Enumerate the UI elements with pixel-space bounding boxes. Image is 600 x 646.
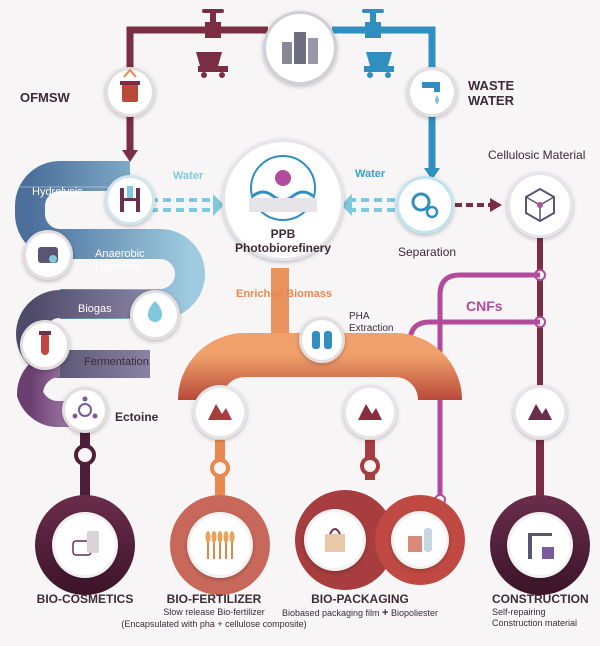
wastewater-icon bbox=[422, 82, 440, 104]
packaging-plus: + bbox=[382, 607, 389, 619]
ppb-label: PPB Photobiorefinery bbox=[235, 227, 331, 255]
water-arrows bbox=[150, 194, 395, 216]
process-nodes bbox=[20, 11, 573, 578]
wastewater-label-line1: WASTE bbox=[468, 78, 515, 93]
construction-sub2: Construction material bbox=[492, 618, 578, 628]
packaging-sub1: Biobased packaging film bbox=[281, 608, 380, 618]
city-icon bbox=[282, 32, 318, 64]
construction-icon bbox=[528, 533, 554, 559]
separation-label: Separation bbox=[398, 245, 457, 259]
ofmsw-label: OFMSW bbox=[20, 90, 70, 105]
node-packaging2 bbox=[391, 511, 449, 569]
valve-left-icon bbox=[202, 9, 224, 38]
node-separation bbox=[396, 176, 454, 234]
node-fermentation bbox=[20, 320, 70, 370]
pha-icon bbox=[312, 331, 332, 349]
wastewater-label-line2: WATER bbox=[468, 93, 514, 108]
node-pha bbox=[299, 317, 345, 363]
separation-icon bbox=[411, 192, 439, 219]
separation-to-cellulose bbox=[455, 198, 502, 212]
water-left-label: Water bbox=[173, 170, 204, 182]
node-node-const bbox=[513, 385, 567, 439]
node-node-pack bbox=[343, 385, 397, 439]
wastewater-label: WASTE WATER bbox=[468, 78, 514, 108]
truck-left-icon bbox=[196, 52, 228, 78]
fertilizer-icon bbox=[205, 531, 235, 559]
node-fertilizer bbox=[187, 512, 253, 578]
valve-right-icon bbox=[362, 9, 384, 38]
ectoine-icon bbox=[72, 396, 98, 419]
node-cosmetics bbox=[52, 512, 118, 578]
biogas-icon bbox=[147, 301, 163, 322]
packaging-sub: Biobased packaging film + Biopoliester bbox=[282, 607, 438, 619]
enriched-biomass-label: Enriched Biomass bbox=[236, 288, 332, 300]
packaging-sub2: Biopoliester bbox=[391, 608, 439, 618]
fermentation-label: Fermentation bbox=[84, 356, 149, 368]
hydrolysis-icon bbox=[120, 186, 140, 212]
biogas-label: Biogas bbox=[78, 303, 112, 315]
packaging2-icon bbox=[408, 528, 432, 552]
packaging-title: BIO-PACKAGING bbox=[311, 592, 409, 606]
anaerobic-label: Anaerobic Digestion bbox=[95, 248, 145, 274]
cellulosic-icon bbox=[525, 187, 555, 223]
node-fert-icon bbox=[208, 404, 232, 420]
fertilizer-sub2: (Encapsulated with pha + cellulose compo… bbox=[121, 619, 307, 629]
cnfs-label: CNFs bbox=[466, 298, 503, 314]
cellulosic-label: Cellulosic Material bbox=[488, 148, 586, 162]
pha-label-line2: Extraction bbox=[349, 323, 394, 334]
cosmetics-title: BIO-COSMETICS bbox=[36, 592, 134, 606]
orange-flow bbox=[178, 268, 462, 495]
construction-title: CONSTRUCTION bbox=[492, 592, 589, 606]
anaerobic-icon bbox=[38, 247, 58, 263]
node-ofmsw bbox=[105, 67, 155, 117]
node-wastewater bbox=[407, 67, 457, 117]
node-anaerobic bbox=[23, 230, 73, 280]
node-packaging bbox=[304, 509, 366, 571]
fermentation-icon bbox=[39, 331, 51, 355]
node-biogas bbox=[130, 290, 180, 340]
node-cellulosic bbox=[507, 172, 573, 238]
cosmetics-icon bbox=[72, 531, 99, 556]
anaerobic-label-line2: Digestion bbox=[95, 261, 141, 273]
fertilizer-sub1: Slow release Bio-fertilizer bbox=[163, 607, 265, 617]
node-hydrolysis bbox=[105, 175, 155, 225]
hydrolysis-label: Hydrolysis bbox=[32, 186, 83, 198]
fertilizer-title: BIO-FERTILIZER bbox=[166, 592, 262, 606]
node-pack-icon bbox=[358, 404, 382, 420]
node-ppb bbox=[222, 139, 344, 261]
ppb-label-line2: Photobiorefinery bbox=[234, 241, 332, 255]
truck-right-icon bbox=[364, 52, 394, 78]
ppb-label-line1: PPB bbox=[270, 227, 296, 241]
top-pipes bbox=[122, 9, 440, 180]
ofmsw-icon bbox=[120, 68, 140, 102]
packaging-icon bbox=[325, 528, 345, 552]
node-node-fert bbox=[193, 385, 247, 439]
pha-label-line1: PHA bbox=[349, 311, 370, 322]
node-const-icon bbox=[528, 404, 552, 420]
node-city bbox=[263, 11, 337, 85]
node-construction bbox=[507, 512, 573, 578]
ectoine-label: Ectoine bbox=[115, 410, 159, 424]
pha-label: PHA Extraction bbox=[349, 311, 393, 335]
construction-sub1: Self-repairing bbox=[492, 607, 546, 617]
anaerobic-label-line1: Anaerobic bbox=[95, 248, 145, 260]
node-ectoine bbox=[62, 387, 108, 433]
ppb-icon bbox=[249, 155, 317, 221]
water-right-label: Water bbox=[355, 168, 386, 180]
